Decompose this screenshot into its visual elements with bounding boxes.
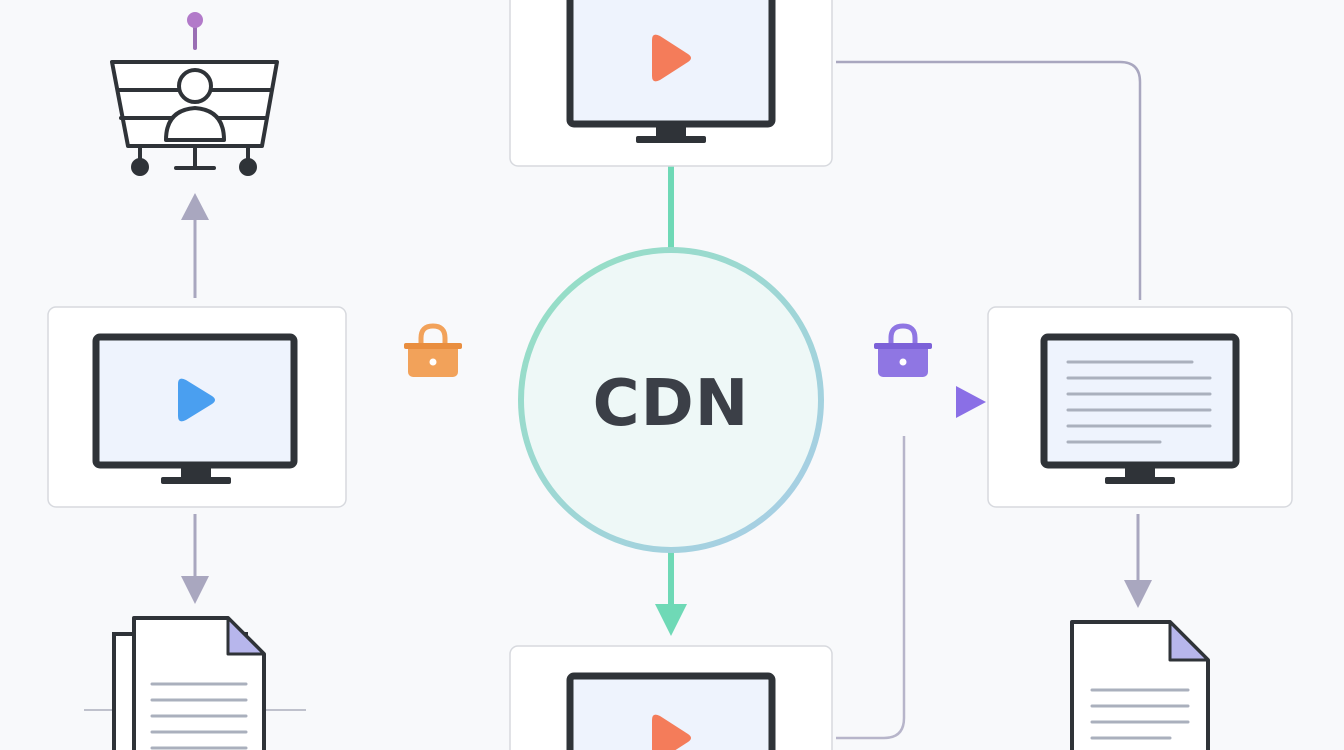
- padlock-icon: [874, 323, 932, 377]
- bottom-monitor-card: [509, 645, 833, 750]
- text-lines-icon: [1066, 360, 1212, 444]
- shopping-cart-user-icon: [110, 12, 279, 176]
- arrow-right-to-document: [1124, 514, 1152, 608]
- document-stack-icon: [112, 616, 266, 750]
- cdn-node: CDN: [518, 247, 824, 553]
- play-icon: [652, 34, 691, 82]
- monitor-icon: [566, 672, 776, 750]
- padlock-icon: [404, 323, 462, 377]
- arrow-left-to-document: [181, 514, 209, 604]
- monitor-icon: [1040, 333, 1240, 484]
- arrow-left-to-cart: [181, 193, 209, 298]
- connector-top-to-right: [836, 60, 1142, 300]
- connector-cdn-to-right: [820, 386, 986, 418]
- top-monitor-card: [509, 0, 833, 167]
- play-icon: [178, 378, 215, 422]
- play-icon: [652, 714, 691, 750]
- connector-cdn-to-bottom: [655, 550, 687, 636]
- document-icon: [1070, 620, 1210, 750]
- cdn-label: CDN: [593, 367, 750, 441]
- right-monitor-card: [987, 306, 1293, 508]
- left-monitor-card: [47, 306, 347, 508]
- connector-bottom-to-right: [836, 436, 906, 740]
